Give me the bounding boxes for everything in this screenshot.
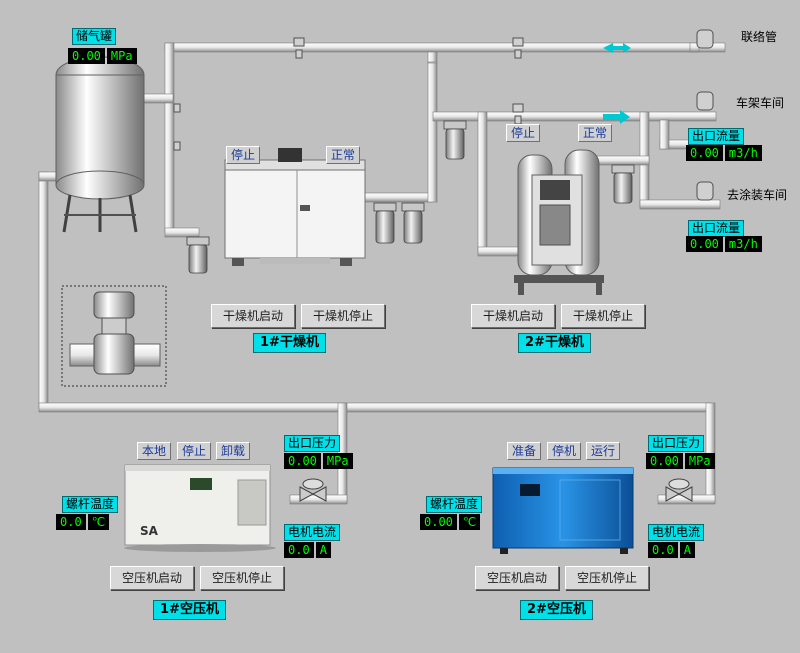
flow2-value: 0.00: [686, 236, 723, 252]
dryer1-status-normal: 正常: [326, 146, 361, 164]
comp1-motor-unit: A: [315, 542, 331, 558]
comp2-state-ready: 准备: [507, 442, 542, 460]
comp1-motor-value: 0.0: [284, 542, 314, 558]
comp2-title: 2#空压机: [520, 600, 593, 620]
flow-arrow-icon: [603, 43, 631, 124]
filter-unit-icon: [186, 120, 635, 274]
dryer2-start-button[interactable]: 干燥机启动: [471, 304, 555, 328]
comp1-screw-label: 螺杆温度: [62, 496, 119, 513]
tank-pressure-readout: 0.00 MPa: [68, 48, 137, 64]
comp1-state-local: 本地: [137, 442, 172, 460]
comp1-screw-readout: 0.0 ℃: [56, 514, 110, 530]
dryer2-machine: [514, 149, 604, 295]
tank-label: 储气罐: [72, 28, 117, 45]
flow2-unit: m3/h: [724, 236, 762, 252]
comp2-motor-value: 0.0: [648, 542, 678, 558]
flow1-readout: 0.00 m3/h: [686, 145, 762, 161]
comp1-outlet-readout: 0.00 MPa: [284, 453, 353, 469]
dryer1-status-stop: 停止: [226, 146, 261, 164]
comp2-start-button[interactable]: 空压机启动: [475, 566, 559, 590]
comp1-screw-unit: ℃: [87, 514, 110, 530]
comp1-outlet-unit: MPa: [322, 453, 353, 469]
flow2-label: 出口流量: [688, 220, 745, 237]
comp1-motor-label: 电机电流: [284, 524, 341, 541]
comp2-motor-readout: 0.0 A: [648, 542, 695, 558]
comp1-screw-value: 0.0: [56, 514, 86, 530]
comp2-screw-value: 0.00: [420, 514, 457, 530]
dryer1-stop-button[interactable]: 干燥机停止: [301, 304, 385, 328]
comp1-state-stop: 停止: [177, 442, 212, 460]
comp1-start-button[interactable]: 空压机启动: [110, 566, 194, 590]
tank-pressure-unit: MPa: [106, 48, 137, 64]
svg-text:SA: SA: [140, 524, 159, 538]
comp1-motor-readout: 0.0 A: [284, 542, 331, 558]
flow1-value: 0.00: [686, 145, 723, 161]
comp1-title: 1#空压机: [153, 600, 226, 620]
compressor1-valve-icon: [299, 478, 327, 502]
flow-meter-diagram: [61, 285, 167, 387]
dest-frame-shop: 车架车间: [736, 96, 785, 110]
compressor2-machine: [492, 467, 693, 554]
dryer1-title: 1#干燥机: [253, 333, 326, 353]
comp2-stop-button[interactable]: 空压机停止: [565, 566, 649, 590]
dryer2-stop-button[interactable]: 干燥机停止: [561, 304, 645, 328]
pipe-valve-icon: [173, 29, 714, 201]
comp2-motor-unit: A: [679, 542, 695, 558]
comp2-outlet-label: 出口压力: [648, 435, 705, 452]
dest-link-pipe: 联络管: [741, 30, 778, 44]
comp2-screw-readout: 0.00 ℃: [420, 514, 481, 530]
comp2-screw-label: 螺杆温度: [426, 496, 483, 513]
tank-pressure-value: 0.00: [68, 48, 105, 64]
comp1-stop-button[interactable]: 空压机停止: [200, 566, 284, 590]
comp2-outlet-value: 0.00: [646, 453, 683, 469]
comp2-screw-unit: ℃: [458, 514, 481, 530]
dryer2-status-normal: 正常: [578, 124, 613, 142]
dest-paint-shop: 去涂装车间: [727, 188, 788, 202]
comp1-outlet-value: 0.00: [284, 453, 321, 469]
comp2-outlet-readout: 0.00 MPa: [646, 453, 715, 469]
comp1-state-unload: 卸载: [216, 442, 251, 460]
comp2-state-halt: 停机: [547, 442, 582, 460]
compressor2-valve-icon: [665, 478, 693, 502]
dryer1-machine: [224, 148, 366, 266]
flow1-unit: m3/h: [724, 145, 762, 161]
comp2-outlet-unit: MPa: [684, 453, 715, 469]
dryer2-title: 2#干燥机: [518, 333, 591, 353]
dryer1-start-button[interactable]: 干燥机启动: [211, 304, 295, 328]
comp1-outlet-label: 出口压力: [284, 435, 341, 452]
flow1-label: 出口流量: [688, 128, 745, 145]
storage-tank: [55, 51, 145, 233]
comp2-motor-label: 电机电流: [648, 524, 705, 541]
dryer2-status-stop: 停止: [506, 124, 541, 142]
compressor1-machine: SA: [124, 464, 327, 552]
comp2-state-run: 运行: [586, 442, 621, 460]
flow2-readout: 0.00 m3/h: [686, 236, 762, 252]
